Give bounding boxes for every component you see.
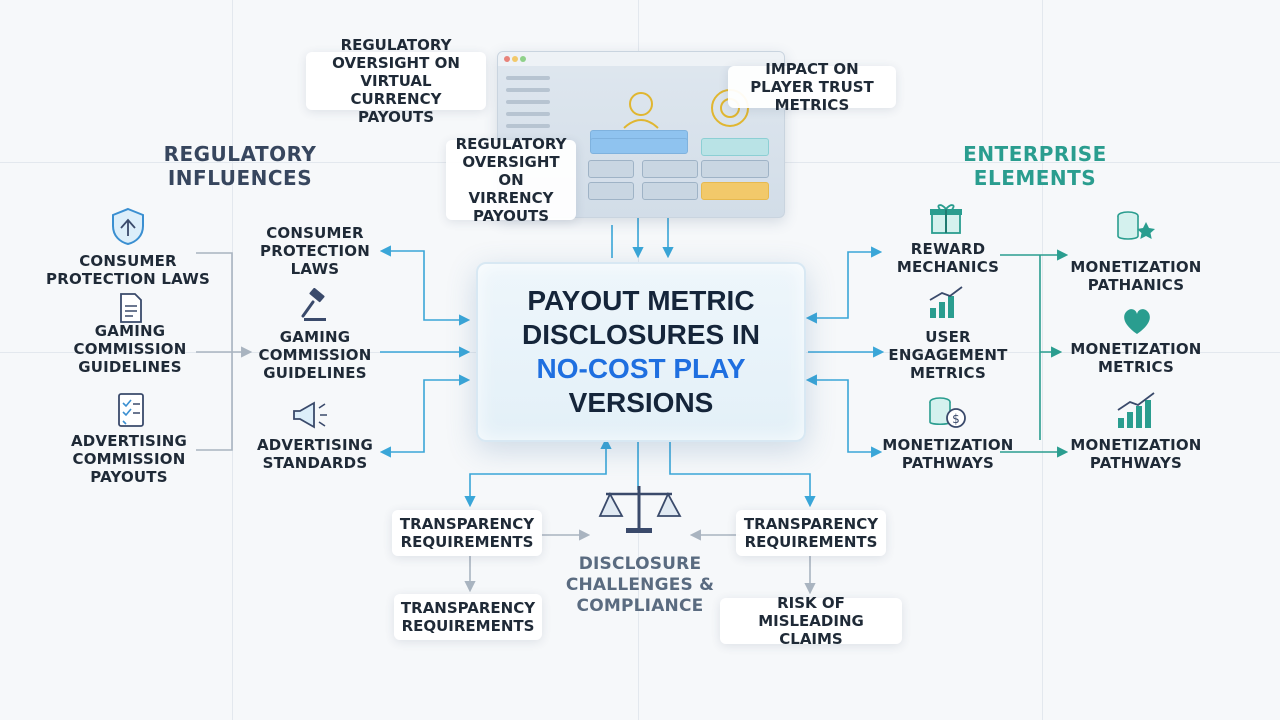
card-text: Transparency Requirements [399, 515, 535, 551]
gift-icon [930, 204, 962, 234]
growth-chart-icon [1117, 392, 1155, 428]
central-topic-box: Payout Metric Disclosures in No-Cost Pla… [476, 262, 806, 442]
transparency-left-lower-card: Transparency Requirements [394, 594, 542, 640]
center-line: Versions [568, 387, 714, 418]
advertising-standards-inner: Advertising Standards [256, 436, 374, 472]
transparency-right-card: Transparency Requirements [736, 510, 886, 556]
center-line: Payout Metric [527, 285, 755, 316]
enterprise-title: Enterprise Elements [963, 142, 1107, 190]
megaphone-icon [293, 401, 327, 429]
regulatory-title: Regulatory Influences [163, 142, 317, 190]
challenges-title: Disclosure Challenges & Compliance [565, 554, 715, 616]
document-icon [120, 293, 142, 323]
oversight-virtual-card: Regulatory Oversight on Virtual Currency… [306, 36, 486, 126]
card-text: Regulatory Oversight on Virtual Currency… [332, 36, 460, 126]
card-text: Regulatory Oversight on Virrency Payouts [455, 135, 567, 225]
monetization-pathways-inner: Monetization Pathways [882, 436, 1014, 472]
bar-chart-icon [929, 286, 963, 318]
oversight-virrency-card: Regulatory Oversight on Virrency Payouts [446, 135, 576, 225]
card-text: Transparency Requirements [743, 515, 879, 551]
shield-scales-icon [112, 207, 144, 246]
monetization-pathways-outer: Monetization Pathways [1070, 436, 1202, 472]
gaming-guidelines-inner: Gaming Commission Guidelines [258, 328, 372, 382]
monetization-metrics: Monetization Metrics [1070, 340, 1202, 376]
card-text: Risk of Misleading Claims [758, 594, 864, 648]
center-highlight: No-Cost Play [536, 353, 746, 384]
center-line: Disclosures in [521, 319, 761, 350]
transparency-left-card: Transparency Requirements [392, 510, 542, 556]
grid-line [1042, 0, 1043, 720]
svg-text:$: $ [952, 412, 960, 426]
monetization-pathanics: Monetization Pathanics [1070, 258, 1202, 294]
balance-scales-icon [598, 486, 682, 533]
player-trust-card: Impact on Player Trust Metrics [728, 60, 896, 114]
coin-star-icon [1117, 211, 1155, 240]
risk-misleading-card: Risk of Misleading Claims [720, 594, 902, 648]
reward-mechanics: Reward Mechanics [896, 240, 1000, 276]
user-avatar-icon [623, 92, 659, 129]
checklist-icon [118, 393, 144, 427]
advertising-payouts-outer: Advertising Commission Payouts [70, 432, 188, 486]
card-text: Impact on Player Trust Metrics [750, 60, 874, 114]
consumer-laws-inner: Consumer Protection Laws [260, 224, 370, 278]
gaming-guidelines-outer: Gaming Commission Guidelines [73, 322, 187, 376]
user-engagement-metrics: User Engagement Metrics [888, 328, 1008, 382]
coins-icon: $ [929, 397, 966, 428]
heart-icon [1124, 309, 1150, 334]
consumer-laws-outer: Consumer Protection Laws [46, 252, 210, 288]
card-text: Transparency Requirements [400, 599, 536, 635]
gavel-icon [301, 288, 326, 321]
